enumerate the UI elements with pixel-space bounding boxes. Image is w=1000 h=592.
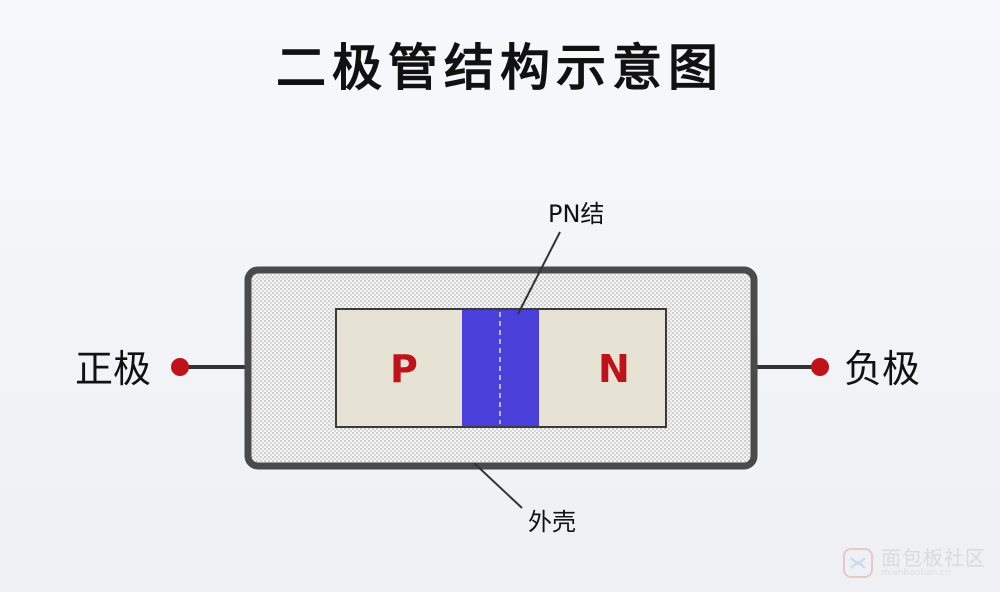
casing-leader-line: [473, 462, 523, 509]
anode-label: 正极: [75, 347, 151, 391]
watermark-name: 面包板社区: [881, 545, 986, 570]
cathode-terminal-dot: [811, 358, 829, 376]
watermark-url: mianbaoban.cn: [881, 567, 951, 578]
n-region-label: N: [598, 347, 630, 391]
anode-terminal-dot: [171, 358, 189, 376]
cathode-label: 负极: [844, 347, 920, 391]
watermark: 面包板社区 mianbaoban.cn: [841, 546, 986, 580]
junction-label: PN结: [548, 200, 604, 228]
page-title: 二极管结构示意图: [276, 39, 724, 97]
casing-label: 外壳: [528, 508, 576, 536]
junction-leader-line: [517, 231, 561, 315]
p-region-label: P: [390, 347, 418, 391]
watermark-logo-icon: [843, 548, 873, 578]
